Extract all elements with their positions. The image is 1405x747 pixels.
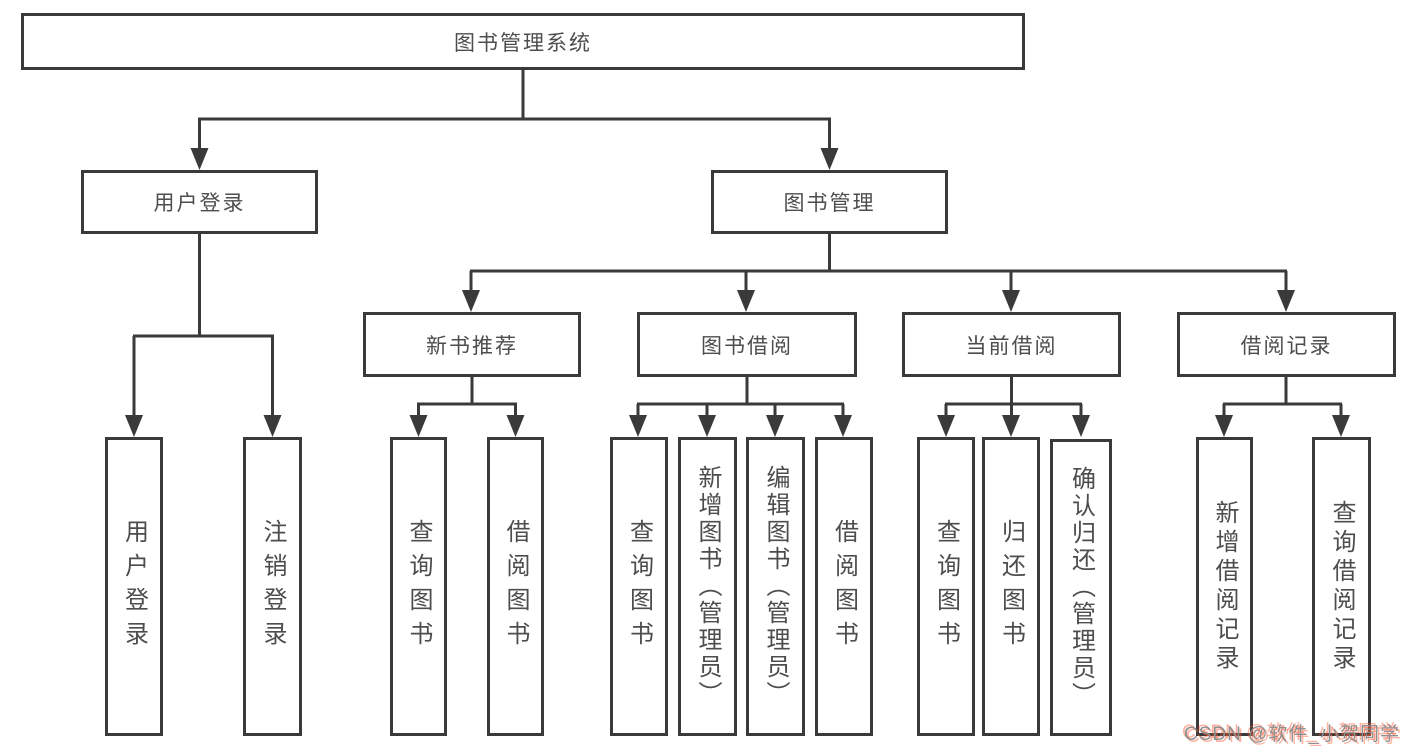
node-leaf-query-books-2-label: 查询图书	[625, 518, 653, 655]
node-leaf-add-books-admin-label: 新增图书（管理员）	[694, 465, 721, 708]
node-leaf-logout-label: 注销登录	[259, 518, 286, 655]
node-borrowing-records: 借阅记录	[1177, 312, 1396, 377]
node-leaf-borrow-books-1-label: 借阅图书	[502, 518, 529, 655]
node-leaf-user-login-label: 用户登录	[120, 518, 148, 655]
node-user-login: 用户登录	[81, 170, 318, 234]
node-leaf-logout: 注销登录	[243, 437, 302, 736]
node-user-login-label: 用户登录	[153, 192, 246, 215]
node-leaf-add-borrow-record: 新增借阅记录	[1196, 437, 1253, 736]
node-leaf-return-books: 归还图书	[982, 437, 1040, 736]
arrowheads	[125, 148, 1350, 437]
node-leaf-borrow-books-2-label: 借阅图书	[830, 518, 858, 655]
node-new-book-recommend: 新书推荐	[363, 312, 581, 377]
node-root-label: 图书管理系统	[454, 31, 592, 55]
node-current-borrowing-label: 当前借阅	[965, 334, 1058, 358]
node-leaf-edit-books-admin-label: 编辑图书（管理员）	[762, 465, 789, 708]
node-leaf-query-borrow-record: 查询借阅记录	[1312, 437, 1371, 736]
node-book-borrowing-label: 图书借阅	[701, 334, 793, 358]
node-leaf-borrow-books-2: 借阅图书	[815, 437, 873, 736]
node-leaf-add-borrow-record-label: 新增借阅记录	[1211, 499, 1238, 674]
node-new-book-recommend-label: 新书推荐	[426, 334, 518, 358]
node-leaf-query-books-1-label: 查询图书	[405, 518, 432, 655]
csdn-watermark: CSDN @软件_小贺同学	[1184, 724, 1400, 745]
node-leaf-add-books-admin: 新增图书（管理员）	[678, 437, 737, 736]
node-book-management-label: 图书管理	[783, 192, 876, 215]
node-leaf-query-books-3: 查询图书	[917, 437, 975, 736]
node-leaf-edit-books-admin: 编辑图书（管理员）	[746, 437, 805, 736]
node-leaf-user-login: 用户登录	[105, 437, 163, 736]
node-leaf-query-books-3-label: 查询图书	[932, 518, 960, 655]
node-current-borrowing: 当前借阅	[902, 312, 1121, 377]
node-leaf-query-books-2: 查询图书	[610, 437, 668, 736]
node-leaf-confirm-return-admin-label: 确认归还（管理员）	[1067, 466, 1095, 709]
node-leaf-query-books-1: 查询图书	[390, 437, 447, 736]
node-book-borrowing: 图书借阅	[637, 312, 857, 377]
node-leaf-query-borrow-record-label: 查询借阅记录	[1328, 499, 1355, 674]
node-leaf-confirm-return-admin: 确认归还（管理员）	[1050, 439, 1112, 736]
node-borrowing-records-label: 借阅记录	[1240, 334, 1333, 358]
node-leaf-return-books-label: 归还图书	[997, 518, 1025, 655]
node-book-management: 图书管理	[711, 170, 948, 234]
node-root: 图书管理系统	[21, 13, 1025, 70]
node-leaf-borrow-books-1: 借阅图书	[487, 437, 544, 736]
